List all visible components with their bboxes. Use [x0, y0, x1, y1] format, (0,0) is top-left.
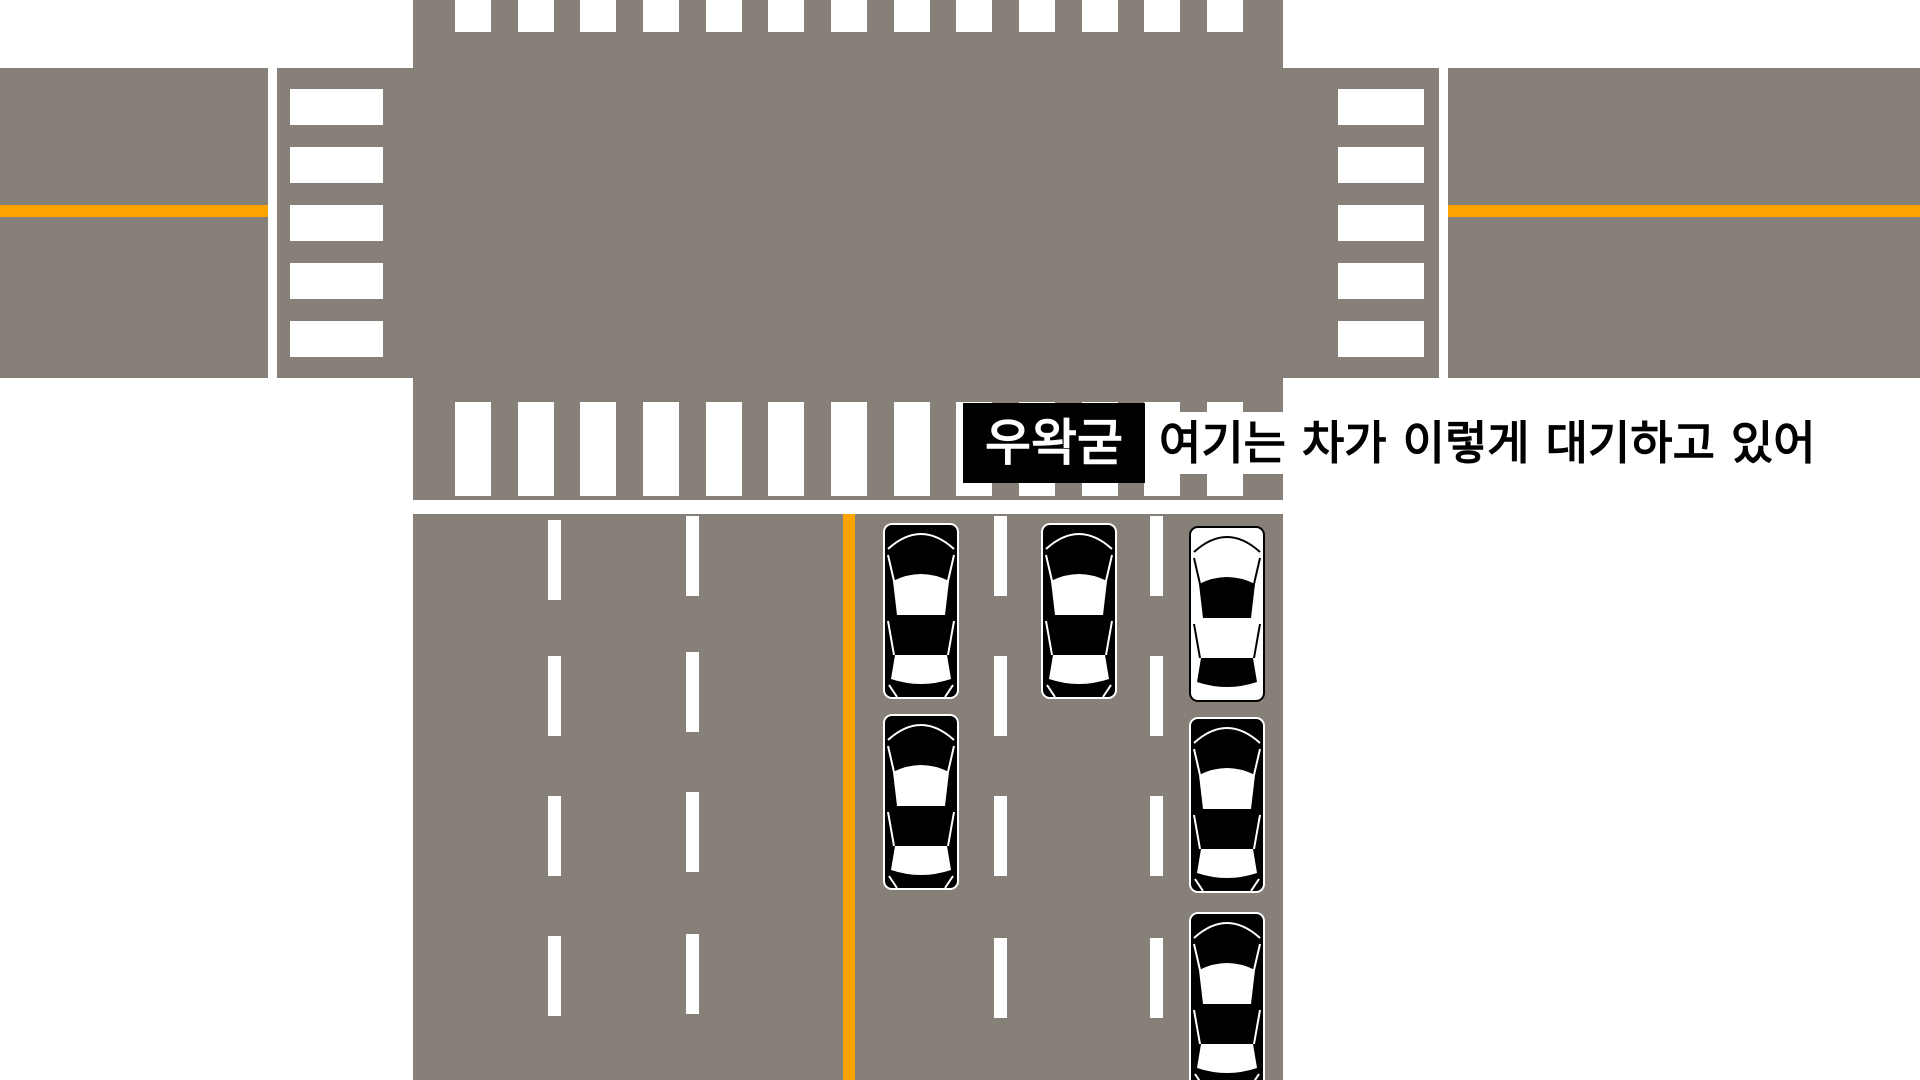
- car-lane2-slot1: [1041, 523, 1117, 699]
- crosswalk-north: [455, 0, 1243, 32]
- lane-dashes: [548, 516, 1163, 1018]
- right-road: [1448, 68, 1920, 378]
- car-lane1-slot1: [883, 523, 959, 699]
- center-line-left: [0, 205, 268, 217]
- center-line-right: [1448, 205, 1920, 217]
- car-lane3-slot2: [1189, 717, 1265, 893]
- car-lane3-slot3: [1189, 912, 1265, 1080]
- crosswalk-east: [1338, 89, 1424, 357]
- center-line-south: [843, 514, 855, 1080]
- car-lane1-slot2: [883, 714, 959, 890]
- subtitle-speaker: 우왁굳: [963, 403, 1145, 483]
- crosswalk-west: [290, 89, 383, 357]
- stop-line: [413, 500, 1283, 506]
- left-road: [0, 68, 268, 378]
- subtitle: 우왁굳 여기는 차가 이렇게 대기하고 있어: [963, 403, 1836, 483]
- car-lane3-slot1: [1189, 526, 1265, 702]
- subtitle-text: 여기는 차가 이렇게 대기하고 있어: [1145, 412, 1836, 474]
